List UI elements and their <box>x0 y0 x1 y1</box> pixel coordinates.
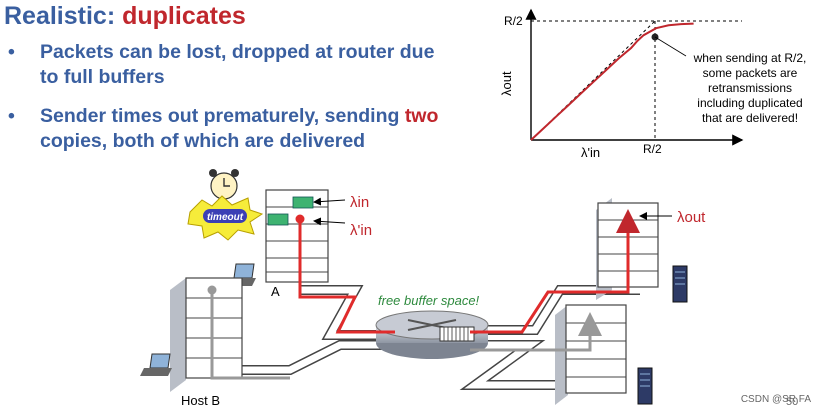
clock-icon <box>209 169 239 200</box>
bullet-text-emph: two <box>404 105 439 127</box>
slide-title: Realistic: duplicates <box>4 2 246 31</box>
lambda-in-prime-label: λ'in <box>350 222 372 239</box>
host-a-label: A <box>271 284 280 299</box>
server-icon <box>637 367 653 405</box>
annotation-line: retransmissions <box>708 81 792 95</box>
lambda-in-prime-arrow <box>313 217 346 226</box>
host-b-flow <box>210 290 290 380</box>
host-b-flow-origin <box>207 285 217 295</box>
chart-annotation: when sending at R/2, some packets are re… <box>693 51 807 125</box>
bullet-item-1: • Packets can be lost, dropped at router… <box>8 40 448 90</box>
annotation-pointer <box>654 36 687 57</box>
ideal-diagonal <box>530 20 656 141</box>
bullet-text-after: copies, both of which are delivered <box>40 130 366 152</box>
timeout-burst-icon <box>187 195 264 241</box>
watermark: CSDN @SR FA <box>740 394 811 405</box>
timeout-label: timeout <box>207 212 244 223</box>
title-emphasis: duplicates <box>122 2 246 30</box>
page-number: 50 <box>786 396 798 408</box>
router <box>375 310 489 359</box>
x-axis-label: λ'in <box>581 145 600 160</box>
y-axis-label: λout <box>499 71 514 96</box>
lambda-in-label: λin <box>350 194 369 211</box>
bullet-dot: • <box>8 105 15 127</box>
x-tick-label: R/2 <box>643 142 662 156</box>
router-caption: free buffer space! <box>378 293 480 308</box>
host-b-flow-delivery <box>470 312 602 352</box>
bullet-dot: • <box>8 41 15 63</box>
bullet-text-before: Sender times out prematurely, sending <box>40 105 405 127</box>
bullet-list: • Packets can be lost, dropped at router… <box>8 40 448 168</box>
host-a <box>265 189 329 283</box>
annotation-line: some packets are <box>703 66 798 80</box>
server-icon <box>672 265 688 303</box>
annotation-line: including duplicated <box>697 96 802 110</box>
annotation-line: when sending at R/2, <box>693 51 807 65</box>
throughput-chart: R/2 R/2 λout λ'in when sending at R/2, s… <box>499 8 807 160</box>
host-b <box>170 277 243 392</box>
host-a-flow <box>298 219 395 334</box>
router-buffer <box>439 326 475 342</box>
lambda-out-label: λout <box>677 209 706 226</box>
host-a-flow-origin <box>295 214 305 224</box>
host-b-label: Host B <box>181 393 220 408</box>
bullet-item-2: • Sender times out prematurely, sending … <box>8 104 448 154</box>
series-line <box>530 22 694 141</box>
bullet-text: Packets can be lost, dropped at router d… <box>40 41 435 88</box>
annotation-line: that are delivered! <box>702 111 798 125</box>
packet-copy <box>267 213 289 226</box>
host-a-flow-delivery <box>470 209 640 334</box>
packet-original <box>292 196 314 209</box>
lambda-in-arrow <box>313 197 346 206</box>
title-prefix: Realistic: <box>4 2 123 30</box>
laptop-icon <box>140 353 172 376</box>
y-tick-label: R/2 <box>504 14 523 28</box>
